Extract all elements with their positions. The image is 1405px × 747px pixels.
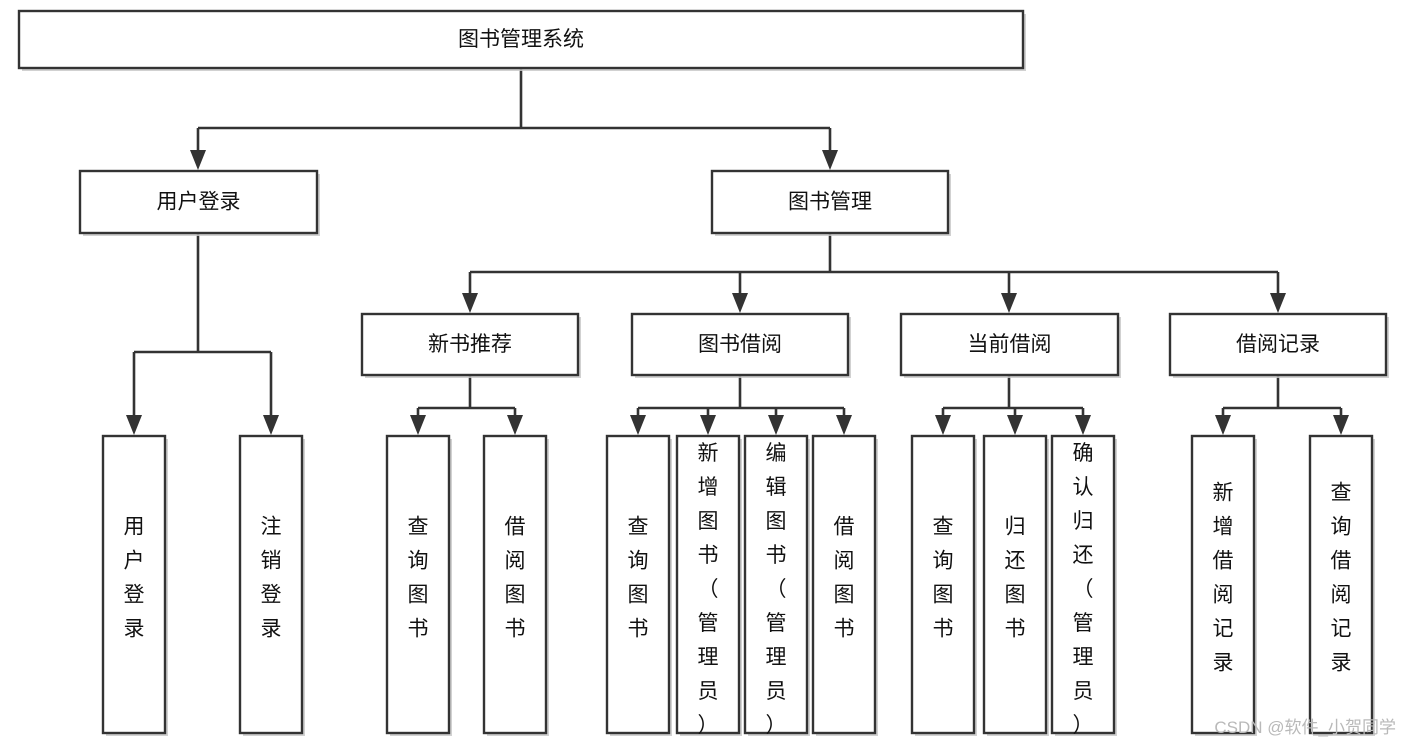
node-borrow-record[interactable]: 借阅记录 xyxy=(1168,312,1389,378)
node-book-borrow[interactable]: 图书借阅 xyxy=(630,312,851,378)
csdn-watermark: CSDN @软件_小贺同学 xyxy=(1214,718,1396,737)
node-book-management[interactable]: 图书管理 xyxy=(710,169,951,236)
node-rect[interactable] xyxy=(1190,434,1256,735)
node-label: 查询图书 xyxy=(408,516,429,641)
node-label: 查询图书 xyxy=(628,516,649,641)
node-label: 归还图书 xyxy=(1005,516,1026,641)
arrow-head-icon xyxy=(768,415,784,435)
node-rect[interactable] xyxy=(1168,312,1388,377)
connector-current-borrow xyxy=(935,375,1091,435)
arrow-head-icon xyxy=(507,415,523,435)
node-leaf-query-book-borrow[interactable]: 查询图书 xyxy=(605,434,672,736)
arrow-head-icon xyxy=(935,415,951,435)
arrow-head-icon xyxy=(1075,415,1091,435)
arrow-head-icon xyxy=(126,415,142,435)
node-label: 图书管理 xyxy=(788,191,872,214)
node-rect[interactable] xyxy=(1308,434,1374,735)
node-root[interactable]: 图书管理系统 xyxy=(17,9,1026,71)
node-label: 新增图书（管理员） xyxy=(698,442,719,737)
arrow-head-icon xyxy=(1007,415,1023,435)
connector-book-borrow xyxy=(630,375,852,435)
node-label: 图书借阅 xyxy=(698,333,782,356)
node-leaf-borrow-book[interactable]: 借阅图书 xyxy=(811,434,878,736)
node-leaf-query-book-current[interactable]: 查询图书 xyxy=(910,434,977,736)
arrow-head-icon xyxy=(700,415,716,435)
node-rect[interactable] xyxy=(385,434,451,735)
arrow-head-icon xyxy=(732,293,748,313)
connector-new-book-recommend xyxy=(410,375,523,435)
node-label: 确认归还（管理员） xyxy=(1073,442,1094,737)
node-label: 编辑图书（管理员） xyxy=(766,442,787,737)
node-leaf-query-book-recommend[interactable]: 查询图书 xyxy=(385,434,452,736)
node-label: 查询图书 xyxy=(933,516,954,641)
node-leaf-edit-book[interactable]: 编辑图书（管理员） xyxy=(743,434,810,737)
watermark-layer: CSDN @软件_小贺同学 xyxy=(1214,718,1396,737)
node-label: 用户登录 xyxy=(157,191,241,214)
arrow-head-icon xyxy=(1215,415,1231,435)
node-rect[interactable] xyxy=(101,434,167,735)
arrow-head-icon xyxy=(1001,293,1017,313)
node-rect[interactable] xyxy=(360,312,580,377)
node-label: 新增借阅记录 xyxy=(1213,482,1234,675)
arrow-head-icon xyxy=(822,150,838,170)
connector-user-login xyxy=(126,233,279,435)
arrow-head-icon xyxy=(190,150,206,170)
node-new-book-recommend[interactable]: 新书推荐 xyxy=(360,312,581,378)
node-rect[interactable] xyxy=(78,169,319,235)
node-label: 当前借阅 xyxy=(968,333,1052,356)
node-label: 借阅记录 xyxy=(1236,333,1320,356)
arrow-head-icon xyxy=(462,293,478,313)
node-label: 用户登录 xyxy=(124,516,145,641)
node-label: 借阅图书 xyxy=(505,516,526,641)
node-rect[interactable] xyxy=(1050,434,1116,735)
node-layer: 图书管理系统用户登录图书管理新书推荐图书借阅当前借阅借阅记录用户登录注销登录查询… xyxy=(17,9,1389,737)
node-label: 借阅图书 xyxy=(834,516,855,641)
node-leaf-query-borrow-record[interactable]: 查询借阅记录 xyxy=(1308,434,1375,736)
connector-root xyxy=(190,68,838,170)
node-rect[interactable] xyxy=(630,312,850,377)
arrow-head-icon xyxy=(263,415,279,435)
node-label: 注销登录 xyxy=(261,516,282,641)
arrow-head-icon xyxy=(1270,293,1286,313)
node-rect[interactable] xyxy=(710,169,950,235)
node-rect[interactable] xyxy=(811,434,877,735)
node-rect[interactable] xyxy=(899,312,1120,377)
arrow-head-icon xyxy=(630,415,646,435)
node-rect[interactable] xyxy=(238,434,304,735)
node-rect[interactable] xyxy=(675,434,741,735)
node-leaf-borrow-book-recommend[interactable]: 借阅图书 xyxy=(482,434,549,736)
node-rect[interactable] xyxy=(482,434,548,735)
node-leaf-add-borrow-record[interactable]: 新增借阅记录 xyxy=(1190,434,1257,736)
connector-book-management xyxy=(462,233,1286,313)
node-leaf-confirm-return[interactable]: 确认归还（管理员） xyxy=(1050,434,1117,737)
node-leaf-return-book[interactable]: 归还图书 xyxy=(982,434,1049,736)
node-current-borrow[interactable]: 当前借阅 xyxy=(899,312,1121,378)
node-rect[interactable] xyxy=(605,434,671,735)
arrow-head-icon xyxy=(836,415,852,435)
arrow-head-icon xyxy=(410,415,426,435)
node-rect[interactable] xyxy=(910,434,976,735)
connector-layer xyxy=(126,68,1349,435)
node-rect[interactable] xyxy=(17,9,1025,70)
node-leaf-user-login[interactable]: 用户登录 xyxy=(101,434,168,736)
node-rect[interactable] xyxy=(743,434,809,735)
connector-borrow-record xyxy=(1215,375,1349,435)
node-rect[interactable] xyxy=(982,434,1048,735)
node-label: 查询借阅记录 xyxy=(1331,482,1352,675)
node-leaf-user-logout[interactable]: 注销登录 xyxy=(238,434,305,736)
node-label: 新书推荐 xyxy=(428,333,512,356)
node-leaf-add-book[interactable]: 新增图书（管理员） xyxy=(675,434,742,737)
node-user-login[interactable]: 用户登录 xyxy=(78,169,320,236)
arrow-head-icon xyxy=(1333,415,1349,435)
node-label: 图书管理系统 xyxy=(458,28,584,51)
